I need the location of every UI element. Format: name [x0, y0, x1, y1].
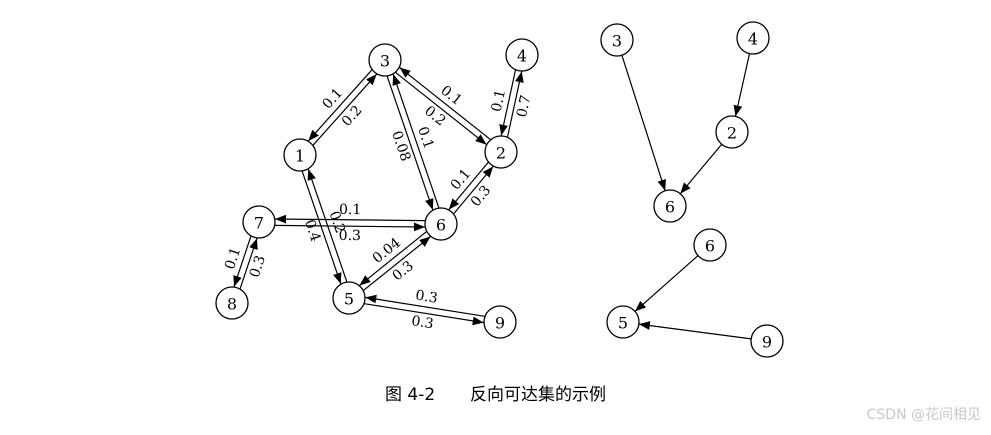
node-reach6-6: 6 — [653, 189, 687, 223]
node-main-9: 9 — [483, 305, 517, 339]
edge-main-1-to-3 — [312, 73, 378, 146]
edge-main-8-to-7 — [239, 238, 258, 290]
edge-main-6-to-7 — [275, 214, 426, 224]
node-label: 4 — [748, 30, 758, 49]
figure-title: 反向可达集的示例 — [469, 385, 606, 405]
node-main-7: 7 — [242, 205, 276, 239]
node-label: 2 — [727, 124, 737, 143]
node-label: 2 — [496, 144, 506, 163]
edge-reach6-4-to-2 — [733, 53, 751, 117]
node-main-6: 6 — [424, 207, 458, 241]
edge-label-5-to-1: 0.2 — [326, 209, 348, 235]
figure-number: 图 4-2 — [385, 385, 436, 405]
edges-layer — [233, 53, 752, 340]
edge-label-6-to-2: 0.3 — [468, 183, 495, 210]
node-reach5-5: 5 — [606, 305, 640, 339]
node-label: 9 — [495, 314, 505, 333]
edge-label-3-to-6: 0.08 — [388, 129, 413, 164]
edge-main-5-to-9 — [364, 303, 484, 326]
edge-main-3-to-6 — [386, 75, 434, 211]
edge-reach5-6-to-5 — [634, 255, 699, 312]
node-main-2: 2 — [484, 135, 518, 169]
edge-main-9-to-5 — [365, 294, 485, 317]
edge-label-6-to-7: 0.1 — [339, 202, 361, 218]
node-reach6-3: 3 — [600, 23, 634, 57]
edge-label-7-to-6: 0.3 — [339, 228, 361, 244]
edge-main-6-to-2 — [453, 165, 494, 215]
edge-main-3-to-1 — [307, 69, 373, 142]
node-label: 5 — [344, 290, 354, 309]
node-label: 8 — [227, 295, 237, 314]
edge-label-3-to-1: 0.1 — [319, 85, 346, 112]
node-label: 9 — [762, 333, 772, 352]
node-label: 5 — [618, 314, 628, 333]
node-reach5-6: 6 — [693, 228, 727, 262]
edge-label-4-to-2: 0.1 — [489, 88, 509, 113]
edge-label-8-to-7: 0.3 — [247, 253, 269, 279]
edge-label-1-to-3: 0.2 — [339, 103, 366, 130]
edge-label-7-to-8: 0.1 — [222, 245, 244, 271]
node-label: 3 — [380, 52, 390, 71]
edge-main-3-to-2 — [395, 71, 487, 146]
node-reach5-9: 9 — [750, 324, 784, 358]
edge-main-7-to-8 — [233, 235, 252, 287]
edge-main-2-to-6 — [448, 161, 489, 211]
node-reach6-4: 4 — [736, 21, 770, 55]
edge-main-4-to-2 — [499, 69, 517, 136]
node-label: 1 — [295, 147, 305, 166]
edge-main-5-to-6 — [363, 236, 431, 291]
node-label: 6 — [436, 216, 446, 235]
edge-label-6-to-3: 0.1 — [414, 125, 436, 151]
node-label: 3 — [612, 32, 622, 51]
edge-label-2-to-3: 0.1 — [437, 83, 464, 109]
node-label: 6 — [705, 237, 715, 256]
edge-reach6-2-to-6 — [679, 143, 723, 195]
node-label: 6 — [665, 198, 675, 217]
edge-main-7-to-6 — [274, 222, 425, 232]
node-label: 4 — [517, 47, 527, 66]
node-main-5: 5 — [332, 281, 366, 315]
edge-reach6-3-to-6 — [621, 55, 666, 191]
edge-main-2-to-3 — [399, 66, 491, 141]
edge-main-6-to-5 — [359, 231, 427, 286]
edge-main-2-to-4 — [506, 71, 524, 138]
nodes-layer: 1 2 3 4 5 6 7 8 9 3 4 2 6 6 5 9 — [215, 21, 784, 358]
edge-label-2-to-4: 0.7 — [514, 94, 534, 119]
edge-label-5-to-6: 0.3 — [389, 258, 416, 284]
node-main-1: 1 — [283, 138, 317, 172]
edge-main-6-to-3 — [392, 73, 440, 209]
node-main-8: 8 — [215, 286, 249, 320]
node-main-4: 4 — [505, 38, 539, 72]
node-main-3: 3 — [368, 43, 402, 77]
csdn-watermark: CSDN @花间相见 — [866, 407, 981, 423]
edge-label-9-to-5: 0.3 — [414, 288, 438, 307]
edge-main-1-to-5 — [301, 170, 342, 285]
figure-caption: 图 4-2 反向可达集的示例 — [0, 380, 991, 405]
edge-reach5-9-to-5 — [638, 321, 752, 340]
edge-label-1-to-5: 0.4 — [301, 218, 323, 244]
edge-label-2-to-6: 0.1 — [448, 166, 475, 193]
node-reach6-2: 2 — [715, 115, 749, 149]
edge-label-5-to-9: 0.3 — [410, 313, 434, 332]
node-label: 7 — [254, 214, 264, 233]
